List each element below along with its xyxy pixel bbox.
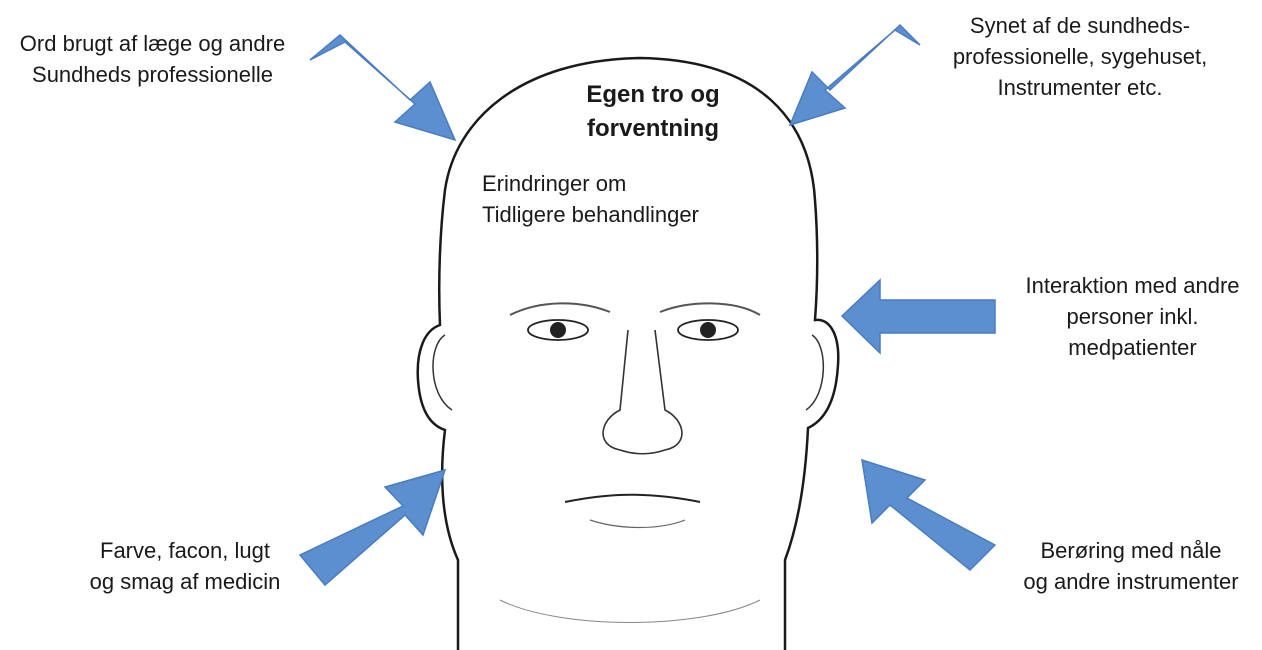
top-right-line-3: Instrumenter etc. — [935, 72, 1225, 103]
top-right-line-1: Synet af de sundheds- — [935, 10, 1225, 41]
mouth — [565, 495, 700, 502]
middle-right-line-1: Interaktion med andre — [1005, 270, 1260, 301]
center-title: Egen tro og forventning — [548, 78, 758, 146]
arrow-bottom-right — [862, 460, 995, 570]
left-pupil — [550, 322, 566, 338]
bottom-right-line-2: og andre instrumenter — [1000, 566, 1262, 597]
bottom-left-line-1: Farve, facon, lugt — [60, 535, 310, 566]
right-pupil — [700, 322, 716, 338]
left-brow — [510, 303, 610, 315]
middle-right-line-3: medpatienter — [1005, 332, 1260, 363]
top-left-line-1: Ord brugt af læge og andre — [0, 28, 305, 59]
center-title-line-1: Egen tro og — [548, 78, 758, 112]
arrow-bottom-left — [300, 470, 445, 585]
top-right-line-2: professionelle, sygehuset, — [935, 41, 1225, 72]
influence-bottom-right: Berøring med nåle og andre instrumenter — [1000, 535, 1262, 597]
neck-line — [500, 600, 760, 623]
head-outline — [418, 58, 839, 650]
influence-top-left: Ord brugt af læge og andre Sundheds prof… — [0, 28, 305, 90]
arrow-top-left — [310, 35, 455, 140]
memory-label: Erindringer om Tidligere behandlinger — [482, 168, 699, 230]
bottom-right-line-1: Berøring med nåle — [1000, 535, 1262, 566]
influence-bottom-left: Farve, facon, lugt og smag af medicin — [60, 535, 310, 597]
bottom-left-line-2: og smag af medicin — [60, 566, 310, 597]
center-title-line-2: forventning — [548, 112, 758, 146]
arrow-middle-right — [842, 280, 995, 353]
top-left-line-2: Sundheds professionelle — [0, 59, 305, 90]
right-brow — [660, 303, 760, 315]
nose — [603, 330, 682, 454]
memory-line-2: Tidligere behandlinger — [482, 199, 699, 230]
arrow-top-right — [790, 25, 920, 125]
middle-right-line-2: personer inkl. — [1005, 301, 1260, 332]
left-ear — [433, 335, 452, 410]
influence-middle-right: Interaktion med andre personer inkl. med… — [1005, 270, 1260, 363]
memory-line-1: Erindringer om — [482, 168, 699, 199]
influence-top-right: Synet af de sundheds- professionelle, sy… — [935, 10, 1225, 103]
right-ear — [806, 335, 823, 410]
lower-lip — [590, 520, 685, 528]
